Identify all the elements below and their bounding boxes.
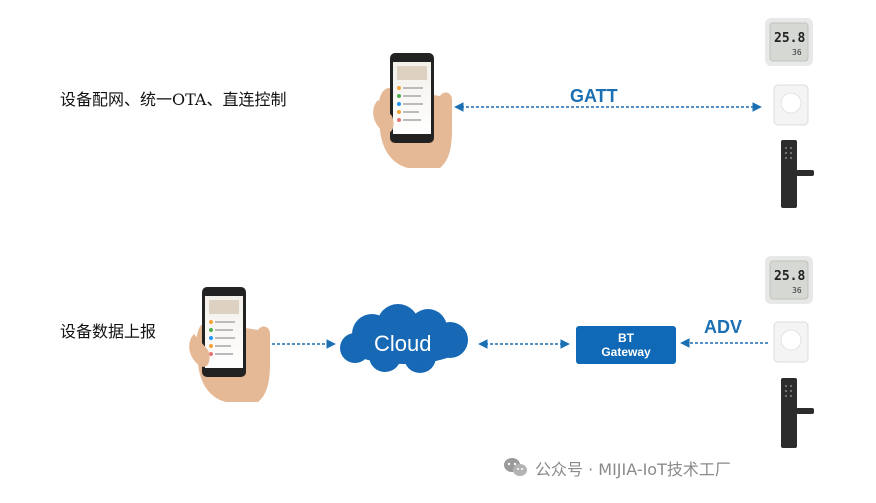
bt-gateway-box: BT Gateway: [576, 326, 676, 364]
motion-sensor-icon-bottom: [773, 321, 809, 363]
thermo-bottom-sub: 36: [792, 286, 802, 295]
gatt-label: GATT: [570, 86, 618, 106]
door-lock-icon-bottom: [781, 378, 814, 448]
top-flow-label: 设备配网、统一OTA、直连控制: [60, 90, 287, 109]
thermo-top-reading: 25.8: [774, 31, 805, 46]
motion-sensor-icon: [773, 84, 809, 126]
gateway-line2: Gateway: [601, 345, 651, 359]
adv-label: ADV: [704, 317, 743, 337]
footer-watermark: 公众号 · MIJIA-IoT技术工厂: [503, 456, 731, 480]
phone-in-hand-icon-bottom: [189, 287, 270, 402]
door-lock-icon: [781, 140, 814, 208]
gateway-line1: BT: [618, 331, 634, 345]
thermometer-icon-bottom: [765, 256, 813, 304]
phone-in-hand-icon: [373, 53, 452, 168]
footer-text: 公众号 · MIJIA-IoT技术工厂: [535, 460, 731, 479]
cloud-label: Cloud: [374, 331, 432, 356]
thermo-top-sub: 36: [792, 48, 802, 57]
wechat-icon: [504, 458, 527, 476]
thermo-bottom-reading: 25.8: [774, 269, 805, 284]
bottom-flow-label: 设备数据上报: [60, 322, 157, 341]
cloud-icon: [340, 304, 468, 373]
thermometer-icon: [765, 18, 813, 66]
